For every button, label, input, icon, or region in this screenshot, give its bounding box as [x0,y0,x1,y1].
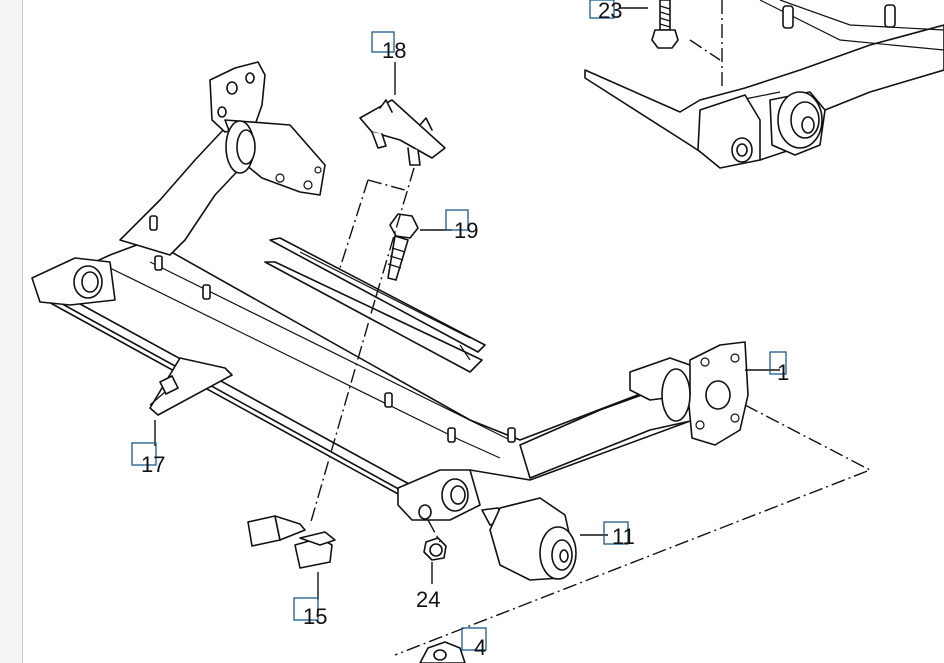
callout-18: 17 [131,442,165,477]
callout-24: 24 [416,587,440,612]
callout-1: 1 [769,351,789,385]
callout-18-box [131,442,157,466]
callout-23: 18 [371,31,406,63]
left-margin-bar [0,0,23,663]
callout-23-box [371,31,395,53]
callout-1-label: 1 [777,360,789,385]
part-11-bushing [481,497,577,581]
twist-beam-axle [31,61,749,521]
callout-11-box [603,521,629,545]
callout-17-label: 15 [303,604,327,629]
part-19-bolt [387,213,419,281]
callout-23-label: 18 [382,38,406,63]
callout-4-box [461,627,487,651]
heat-shield-plate [264,237,486,373]
callout-15: 23 [589,0,622,23]
callout-11-label: 11 [612,524,635,549]
part-18-bracket [149,357,233,416]
callout-24-label: 24 [416,587,440,612]
callout-11: 11 [603,521,635,549]
callout-19-label: 19 [454,218,478,243]
bolt-15 [651,0,679,49]
callout-4: 4 [461,627,487,660]
callout-17: 15 [293,597,327,629]
callout-15-label: 23 [598,0,622,23]
callout-19-box [445,209,469,231]
assembly-lines [309,167,872,656]
callout-19: 19 [445,209,478,243]
part-24-nut [418,504,447,561]
part-17-buffer [247,515,336,569]
callout-18-label: 17 [141,452,165,477]
callout-4-label: 4 [474,635,486,660]
callout-1-box [769,351,787,375]
callout-15-box [589,0,615,19]
part-4-bracket [419,641,466,663]
body-mount-assembly [584,0,944,169]
callout-17-box [293,597,319,621]
part-23-clip [359,99,446,166]
